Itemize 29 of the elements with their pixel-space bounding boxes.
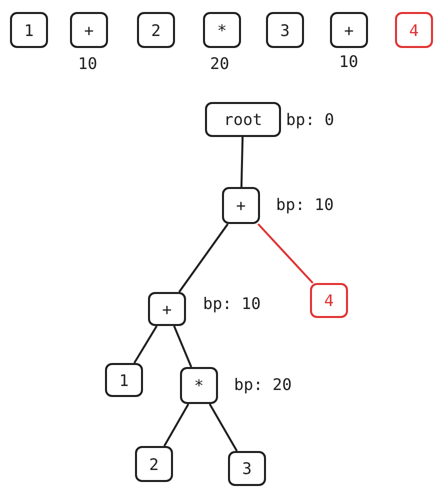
token-box: + [222,187,260,224]
token-box: + [148,292,186,326]
connector-line [133,325,158,364]
token-box: 1 [105,363,143,397]
token-box: 4 [395,12,433,48]
binding-power-label: bp: 10 [276,195,334,214]
token-box: root [205,102,281,137]
connector-line [173,326,192,368]
binding-power-label: bp: 0 [286,110,334,129]
binding-power-label: 20 [210,54,230,73]
binding-power-label: 10 [339,52,358,71]
connector-line [178,223,229,293]
binding-power-label: 10 [78,54,98,73]
token-box: 3 [266,12,304,48]
connector-line [240,136,244,188]
token-box: * [180,367,218,404]
token-box: + [70,12,108,48]
token-box: 2 [137,12,175,48]
connector-line [208,404,238,452]
binding-power-label: bp: 10 [203,294,261,313]
token-box: 3 [228,451,266,486]
token-box: 4 [310,283,348,318]
binding-power-label: bp: 20 [234,375,292,394]
token-box: * [203,12,241,48]
token-box: + [330,12,368,48]
token-box: 2 [135,446,173,482]
connector-line [163,404,190,446]
connector-line [257,223,314,284]
token-box: 1 [10,12,48,48]
